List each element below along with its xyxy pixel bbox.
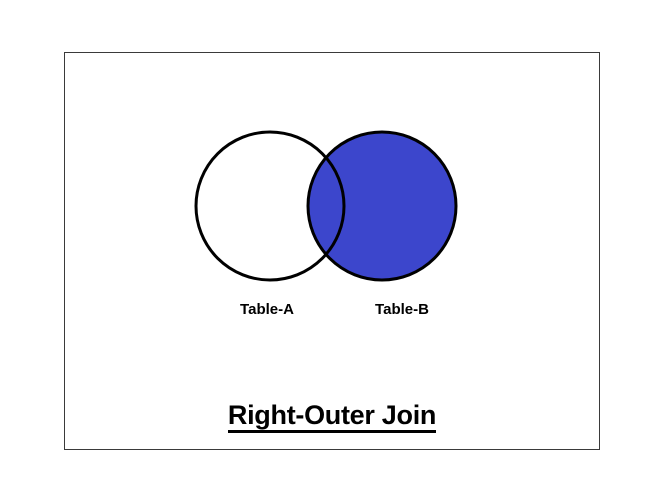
venn-circle-table-b-fill <box>308 132 456 280</box>
page-title-text: Right-Outer Join <box>227 401 436 434</box>
venn-label-table-a: Table-A <box>240 301 294 318</box>
venn-circle-table-b[interactable] <box>306 130 458 282</box>
venn-label-table-b: Table-B <box>375 301 429 318</box>
venn-circle-table-a[interactable] <box>194 130 346 282</box>
page-title: Right-Outer Join <box>64 400 600 434</box>
